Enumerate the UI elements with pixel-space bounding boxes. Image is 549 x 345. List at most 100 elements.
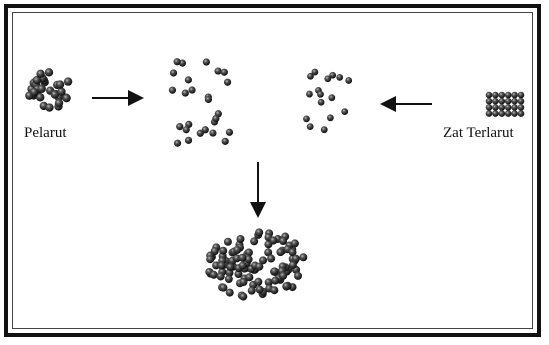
particle: [226, 263, 235, 272]
particle: [485, 97, 493, 105]
particle: [250, 237, 259, 246]
particle: [219, 283, 228, 292]
particle: [54, 98, 64, 108]
particle: [303, 115, 310, 123]
particle: [517, 110, 525, 117]
particle: [306, 123, 314, 131]
particle: [176, 123, 184, 131]
particle: [204, 95, 213, 104]
particle: [36, 69, 45, 79]
particle: [223, 78, 232, 86]
particle: [504, 104, 512, 111]
particle: [282, 282, 291, 291]
particle: [485, 91, 493, 99]
particle: [511, 104, 518, 111]
particle: [188, 86, 196, 94]
particle: [290, 239, 299, 248]
solvent-dispersed-particles: [168, 58, 234, 147]
particle: [492, 110, 499, 117]
particle: [269, 236, 278, 245]
particle: [517, 104, 525, 111]
particle: [255, 285, 264, 294]
particle: [299, 253, 308, 262]
particle: [209, 270, 218, 279]
particle: [498, 91, 506, 99]
particle: [233, 245, 242, 254]
particle: [498, 110, 506, 117]
particle: [185, 120, 193, 128]
particle: [311, 68, 319, 76]
diagram-inner-border: [12, 12, 533, 329]
particle: [219, 246, 228, 255]
particle: [317, 90, 324, 98]
solute-label: Zat Terlarut: [443, 125, 514, 141]
particle: [224, 275, 233, 284]
particle: [173, 58, 181, 66]
particle: [288, 261, 297, 270]
particle: [181, 89, 189, 97]
particle: [504, 91, 512, 99]
particle: [57, 87, 66, 96]
particle: [234, 270, 243, 279]
particle: [326, 114, 334, 122]
particle: [341, 108, 349, 116]
particle: [328, 94, 336, 102]
particle: [196, 129, 204, 137]
particle: [202, 58, 210, 66]
particle: [236, 235, 245, 244]
particle: [498, 104, 506, 111]
solvent-label: Pelarut: [24, 125, 67, 141]
particle: [212, 115, 220, 123]
particle: [238, 253, 247, 262]
particle: [307, 72, 314, 80]
particle: [504, 110, 512, 117]
particle: [254, 277, 263, 286]
particle: [36, 93, 45, 102]
particle: [306, 90, 313, 98]
particle: [216, 272, 225, 281]
particle: [485, 104, 493, 111]
particle: [270, 286, 279, 295]
particle: [279, 271, 288, 280]
particle: [264, 278, 273, 287]
particle: [178, 59, 187, 67]
particle: [209, 129, 217, 137]
particle: [492, 104, 499, 111]
particle: [62, 93, 71, 103]
particle: [517, 91, 525, 99]
particle: [50, 90, 60, 99]
particle: [271, 276, 280, 285]
particle: [498, 97, 506, 105]
particle: [173, 139, 182, 147]
solute-lattice: [485, 91, 525, 117]
particle: [276, 248, 285, 257]
particle: [511, 97, 518, 105]
particle: [511, 91, 518, 99]
particle: [245, 273, 254, 282]
particle: [247, 286, 256, 295]
particle: [485, 110, 493, 117]
particle: [223, 237, 232, 246]
particle: [206, 255, 215, 264]
particle: [225, 128, 234, 136]
particle: [45, 103, 54, 112]
particle: [184, 76, 192, 84]
particle: [220, 68, 228, 76]
particle: [32, 76, 42, 85]
particle: [214, 67, 222, 75]
particle: [320, 126, 328, 134]
particle: [44, 68, 54, 77]
particle: [238, 261, 247, 270]
particle: [264, 248, 273, 257]
particle: [244, 255, 253, 264]
particle: [293, 271, 302, 280]
particle: [221, 137, 229, 145]
particle: [184, 136, 193, 144]
particle: [255, 262, 264, 271]
particle: [210, 247, 219, 256]
particle: [239, 292, 248, 301]
particle: [217, 261, 226, 270]
particle: [492, 91, 499, 99]
particle: [182, 126, 190, 134]
